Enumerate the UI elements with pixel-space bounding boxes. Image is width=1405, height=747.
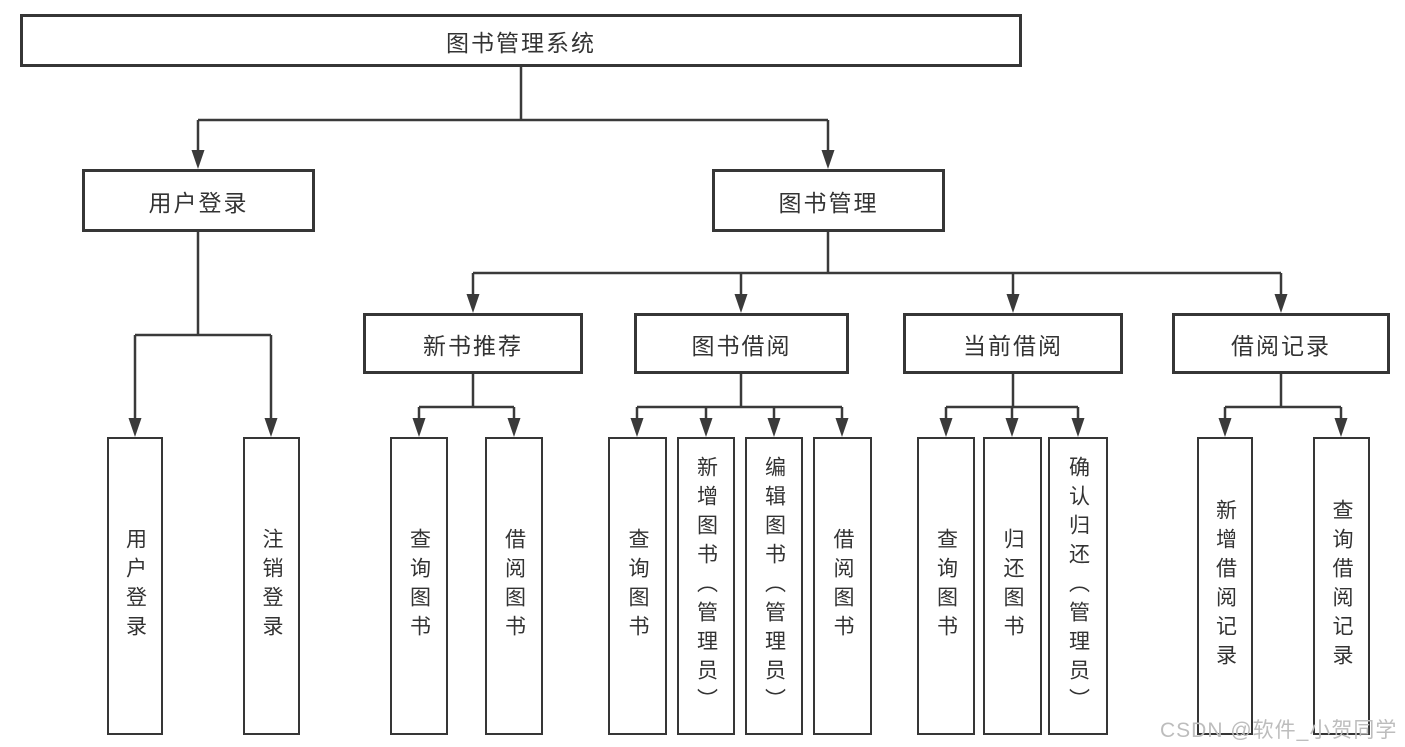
node-book-management: 图书管理 xyxy=(712,169,945,232)
leaf-rec-borrow-book: 借阅图书 xyxy=(485,437,543,735)
leaf-borrow-book: 借阅图书 xyxy=(813,437,872,735)
connector-borrow-records-branch xyxy=(1218,374,1348,437)
connector-current-borrow-branch xyxy=(939,374,1085,437)
leaf-user-login: 用户登录 xyxy=(107,437,163,735)
leaf-add-borrow-record: 新增借阅记录 xyxy=(1197,437,1253,735)
connector-book-borrow-branch xyxy=(630,374,849,437)
leaf-edit-book-admin: 编辑图书（管理员） xyxy=(745,437,803,735)
leaf-borrow-query-book: 查询图书 xyxy=(608,437,667,735)
leaf-current-query-book: 查询图书 xyxy=(917,437,975,735)
leaf-query-borrow-record: 查询借阅记录 xyxy=(1313,437,1370,735)
node-new-book-recommend: 新书推荐 xyxy=(363,313,583,374)
node-current-borrow: 当前借阅 xyxy=(903,313,1123,374)
node-user-login: 用户登录 xyxy=(82,169,315,232)
node-book-borrow: 图书借阅 xyxy=(634,313,849,374)
leaf-rec-query-book: 查询图书 xyxy=(390,437,448,735)
connector-root-to-level2 xyxy=(191,67,835,169)
connector-user-login-branch xyxy=(128,232,278,437)
connector-book-mgmt-branch xyxy=(466,232,1288,313)
node-root-library-system: 图书管理系统 xyxy=(20,14,1022,67)
leaf-add-book-admin: 新增图书（管理员） xyxy=(677,437,735,735)
csdn-watermark: CSDN @软件_小贺同学 xyxy=(1160,719,1398,742)
leaf-logout: 注销登录 xyxy=(243,437,300,735)
connector-new-book-rec-branch xyxy=(412,374,521,437)
leaf-return-book: 归还图书 xyxy=(983,437,1042,735)
node-borrow-records: 借阅记录 xyxy=(1172,313,1390,374)
leaf-confirm-return-admin: 确认归还（管理员） xyxy=(1048,437,1108,735)
